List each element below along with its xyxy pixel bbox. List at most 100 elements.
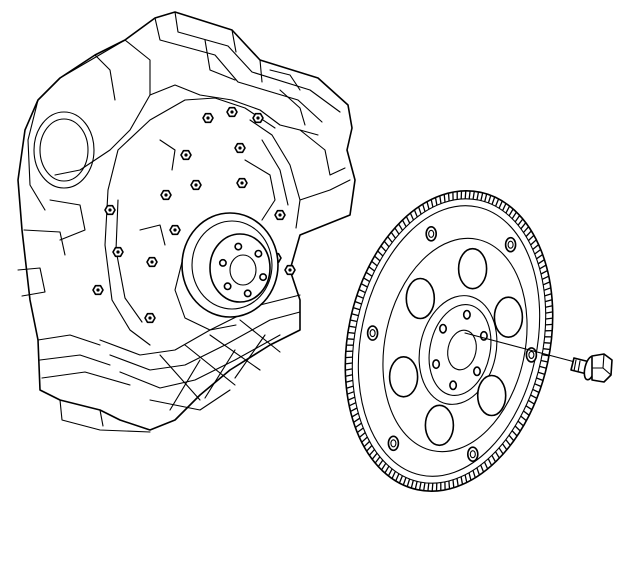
gear-tooth xyxy=(520,222,527,230)
gear-tooth xyxy=(384,465,390,474)
lightening-hole xyxy=(424,404,455,447)
mounting-hole-inner xyxy=(428,229,435,238)
flexplate-bolt-holes xyxy=(366,226,538,463)
block-bolt-center xyxy=(206,116,210,120)
gear-tooth xyxy=(525,405,533,411)
lightening-hole xyxy=(493,296,524,339)
gear-tooth xyxy=(530,394,538,399)
mounting-hole xyxy=(466,446,479,463)
gear-tooth xyxy=(380,245,387,252)
gear-tooth xyxy=(543,348,551,351)
gear-tooth xyxy=(387,468,393,477)
gear-tooth xyxy=(487,195,492,204)
flexplate-hub xyxy=(418,295,498,405)
gear-tooth xyxy=(480,192,484,201)
gear-tooth xyxy=(426,201,430,210)
alignment-line xyxy=(464,332,576,363)
flange-bolt-hole xyxy=(243,289,252,298)
gear-tooth xyxy=(494,198,500,207)
flange-bolt-hole xyxy=(234,242,243,251)
gear-tooth xyxy=(545,305,553,308)
mounting-hole-inner xyxy=(507,240,514,249)
gear-tooth xyxy=(390,231,397,239)
block-bolt-center xyxy=(150,260,154,264)
gear-tooth xyxy=(345,356,353,359)
gear-tooth xyxy=(422,204,426,212)
gear-tooth xyxy=(525,230,532,237)
gear-tooth xyxy=(480,464,485,473)
gear-tooth xyxy=(414,481,418,490)
gear-tooth xyxy=(366,445,373,452)
gear-tooth xyxy=(447,193,450,202)
gear-tooth xyxy=(517,218,524,226)
gear-tooth xyxy=(401,219,407,228)
block-bolt-center xyxy=(230,110,234,114)
center-bore xyxy=(447,329,477,371)
gear-tooth xyxy=(508,434,515,442)
gear-tooth xyxy=(532,388,540,394)
gear-tooth xyxy=(508,208,514,217)
flexplate-bolt xyxy=(464,332,613,383)
gear-tooth xyxy=(398,223,404,231)
gear-tooth xyxy=(395,473,400,482)
lightening-hole xyxy=(457,247,488,290)
gear-tooth xyxy=(452,479,455,488)
gear-tooth xyxy=(434,197,438,206)
gear-tooth xyxy=(541,353,550,357)
gear-tooth xyxy=(537,371,545,376)
gear-tooth xyxy=(347,331,355,334)
gear-tooth xyxy=(350,407,358,412)
gear-tooth xyxy=(413,209,418,218)
gear-tooth xyxy=(505,439,511,446)
gear-tooth xyxy=(494,451,500,459)
gear-tooth xyxy=(443,194,446,203)
gear-tooth xyxy=(402,477,407,486)
gear-tooth xyxy=(460,476,464,485)
gear-tooth xyxy=(354,422,362,429)
gear-tooth xyxy=(528,399,535,405)
block-bolt-center xyxy=(173,228,177,232)
gear-tooth xyxy=(543,342,552,344)
block-bolt-center xyxy=(116,250,120,254)
gear-tooth xyxy=(539,264,547,270)
hub-bolt-hole xyxy=(449,380,458,391)
gear-tooth xyxy=(423,482,426,491)
gear-tooth xyxy=(348,402,357,407)
block-bolt-center xyxy=(148,316,152,320)
gear-tooth xyxy=(371,260,378,267)
gear-tooth xyxy=(514,425,521,432)
gear-tooth xyxy=(468,190,471,199)
mounting-hole xyxy=(425,226,438,242)
gear-tooth xyxy=(502,203,507,211)
gear-tooth xyxy=(511,430,518,437)
gear-tooth xyxy=(487,458,493,466)
gear-tooth xyxy=(517,420,524,427)
gear-tooth xyxy=(363,440,371,448)
gear-tooth xyxy=(394,227,400,235)
gear-tooth xyxy=(348,325,357,329)
gear-tooth xyxy=(498,447,504,455)
mounting-hole xyxy=(366,325,379,341)
gear-tooth xyxy=(536,253,544,260)
gear-tooth xyxy=(545,299,553,303)
gear-tooth xyxy=(387,236,393,243)
lightening-hole xyxy=(476,374,507,417)
gear-tooth xyxy=(431,483,434,492)
gear-tooth xyxy=(527,234,535,242)
gear-tooth xyxy=(537,259,545,265)
gear-tooth xyxy=(381,462,387,471)
gear-tooth xyxy=(464,190,467,199)
gear-tooth xyxy=(345,362,353,365)
gear-tooth xyxy=(545,323,553,326)
gear-tooth xyxy=(483,461,489,470)
gear-tooth xyxy=(476,467,481,476)
gear-tooth xyxy=(464,474,468,483)
gear-tooth xyxy=(501,443,508,451)
gear-tooth xyxy=(539,365,547,369)
block-bolt-center xyxy=(278,213,282,217)
engine-block xyxy=(17,11,356,433)
gear-tooth xyxy=(371,452,378,460)
lightening-hole xyxy=(388,355,419,398)
gear-tooth xyxy=(543,287,552,291)
